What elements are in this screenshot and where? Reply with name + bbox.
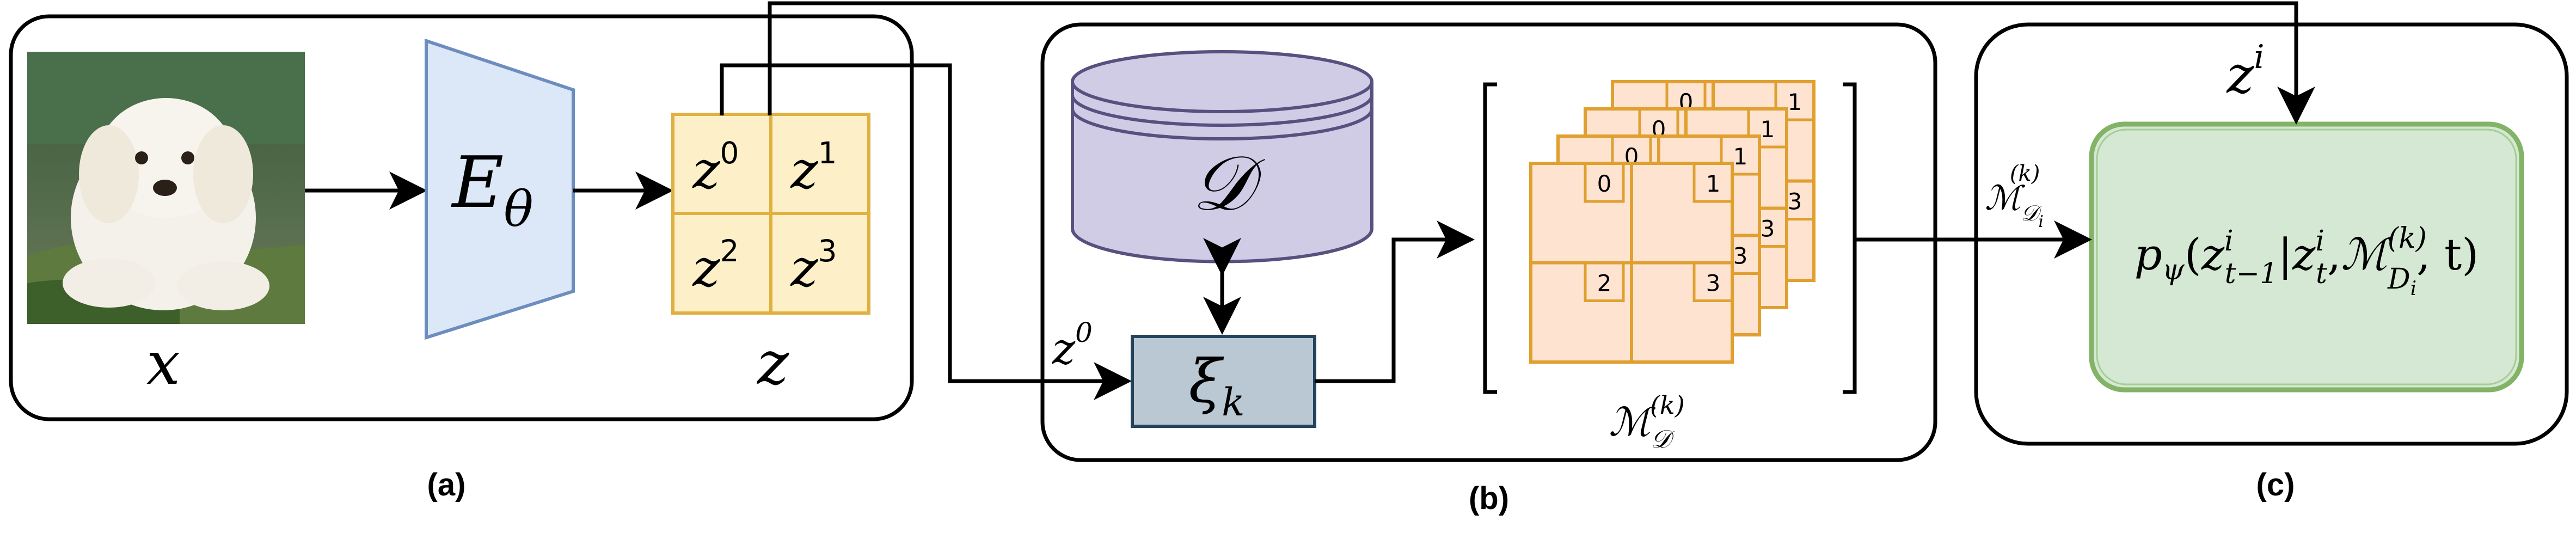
memory-input-label: ℳ𝒟i(k) xyxy=(1985,161,2044,231)
memory-cell-number: 3 xyxy=(1788,188,1802,215)
memory-cell-number: 2 xyxy=(1597,270,1612,297)
memory-cell-number: 1 xyxy=(1733,143,1748,170)
panel-b-caption: (b) xyxy=(1469,481,1509,516)
panel-c-caption: (c) xyxy=(2256,467,2295,503)
latent-label: z xyxy=(756,328,789,398)
panel-a: x Eθ z0 z1 z2 z3 z (a) xyxy=(9,14,914,503)
puppy-image xyxy=(27,52,305,324)
latent-grid: z0 z1 z2 z3 xyxy=(671,113,870,315)
memory-stack: 0123012301230123 xyxy=(1529,80,1816,364)
encoder-block: Eθ xyxy=(425,38,575,340)
panel-b: 𝒟 ξk z0 0123012301230123 ℳ𝒟(k) (b) xyxy=(1040,22,1937,516)
memory-cell-number: 0 xyxy=(1597,170,1612,197)
arrow-z0-to-retriever xyxy=(720,63,1132,400)
database-cylinder: 𝒟 xyxy=(1071,50,1373,264)
zi-label: zi xyxy=(2226,38,2264,105)
arrow-xi-to-memory xyxy=(1315,220,1475,383)
memory-bracket-left xyxy=(1483,82,1497,394)
memory-cell-number: 3 xyxy=(1733,243,1748,269)
z0-label: z0 xyxy=(1052,317,1093,374)
memory-cell-number: 1 xyxy=(1761,116,1775,143)
encoder-subscript: θ xyxy=(504,181,533,238)
grid-cell-2: z2 xyxy=(692,234,739,298)
svg-text:ξk: ξk xyxy=(1188,346,1244,425)
arrow-zi-to-denoiser xyxy=(768,1,2315,125)
grid-cell-1: z1 xyxy=(790,136,837,200)
memory-cell-number: 3 xyxy=(1761,216,1775,242)
panel-a-caption: (a) xyxy=(427,467,466,503)
retriever-subscript: k xyxy=(1222,380,1244,425)
memory-card-3: 0 1 2 3 xyxy=(1529,162,1734,364)
grid-cell-3: z3 xyxy=(790,234,837,298)
memory-cell-number: 1 xyxy=(1788,89,1802,115)
svg-text:Eθ: Eθ xyxy=(451,141,533,238)
memory-cell-number: 1 xyxy=(1706,170,1721,197)
memory-cell-number: 3 xyxy=(1706,270,1721,297)
retriever-label: ξ xyxy=(1188,346,1224,416)
input-label: x xyxy=(146,328,180,398)
retriever-block: ξk xyxy=(1131,335,1316,428)
encoder-label: E xyxy=(451,141,504,224)
grid-cell-0: z0 xyxy=(692,136,739,200)
